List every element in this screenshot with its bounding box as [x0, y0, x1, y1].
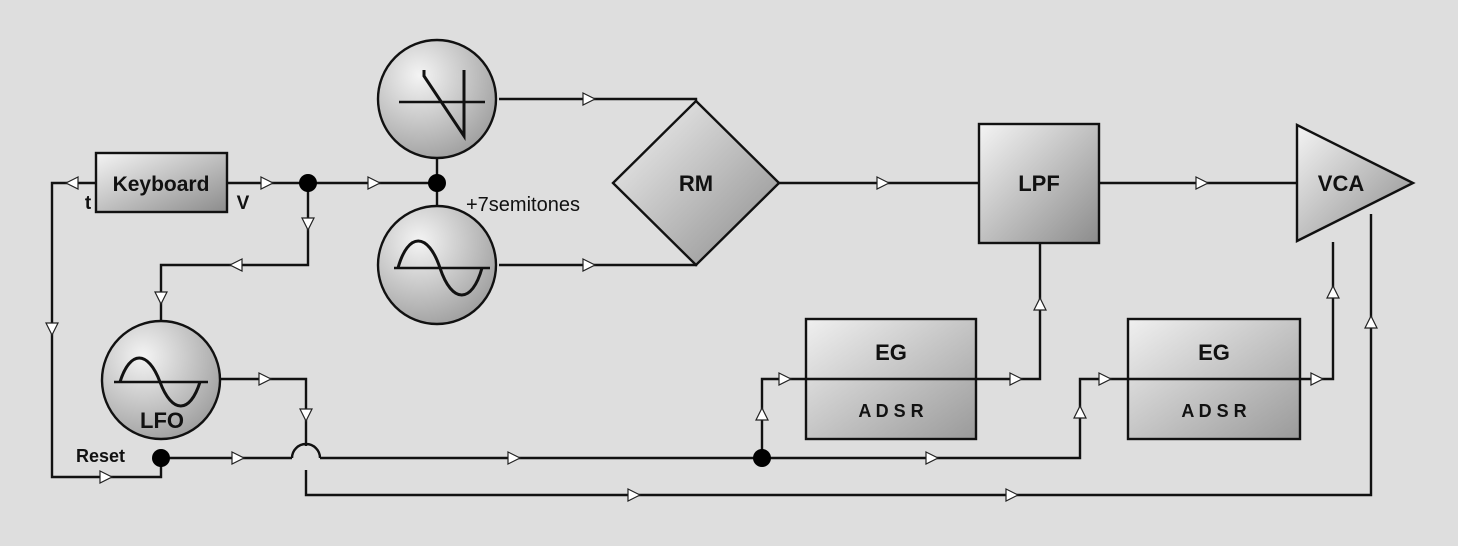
wire-saw-to-rm [499, 97, 698, 107]
wire-lfo-to-vca-cv [304, 214, 1373, 497]
lfo-circle [100, 319, 222, 441]
sawtooth-wave-icon [399, 70, 485, 141]
junction-dot-trigger [753, 449, 771, 467]
vca-triangle [1295, 123, 1416, 243]
arrow-down-icon [45, 322, 59, 337]
arrow-right-icon [1009, 372, 1024, 386]
arrow-down-icon [299, 408, 313, 423]
sine-wave-icon [394, 239, 490, 297]
arrow-right-icon [507, 451, 522, 465]
arrow-right-icon [1310, 372, 1325, 386]
arrow-left-icon [64, 176, 79, 190]
lfo-block: LFO [100, 319, 222, 441]
saw-oscillator-block [376, 38, 498, 160]
arrow-right-icon [258, 372, 273, 386]
lfo-label: LFO [140, 408, 184, 433]
wire-trigger-jumper [290, 442, 322, 459]
wire-lfo-out [221, 377, 308, 446]
arrow-right-icon [582, 258, 597, 272]
arrow-down-icon [301, 217, 315, 232]
keyboard-label: Keyboard [113, 173, 210, 196]
envelope-filter-title: EG [875, 340, 907, 365]
ring-modulator-diamond [611, 99, 781, 267]
arrow-right-icon [876, 176, 891, 190]
arrow-right-icon [367, 176, 382, 190]
arrow-down-icon [154, 291, 168, 306]
arrow-up-icon [1364, 314, 1378, 329]
detune-label: +7semitones [466, 194, 580, 216]
envelope-filter-block: EG A D S R [804, 317, 978, 441]
flow-arrows [45, 92, 1378, 502]
wire-trigger-to-eg1 [760, 377, 806, 458]
wire-eg1-to-lpf [976, 243, 1042, 381]
keyboard-block: Keyboard t V [85, 151, 250, 214]
wire-sine-to-rm [499, 259, 698, 267]
arrow-right-icon [231, 451, 246, 465]
sine-oscillator-block [376, 204, 498, 326]
lowpass-filter-box [977, 122, 1101, 245]
junction-dot-keyboard [299, 174, 317, 192]
arrow-right-icon [925, 451, 940, 465]
arrow-right-icon [778, 372, 793, 386]
arrow-right-icon [99, 470, 114, 484]
arrow-right-icon [1195, 176, 1210, 190]
arrow-up-icon [1326, 284, 1340, 299]
junction-dot-reset [152, 449, 170, 467]
junctions [152, 174, 771, 467]
vca-label: VCA [1318, 171, 1365, 196]
vca-block: VCA [1295, 123, 1416, 243]
arrow-right-icon [582, 92, 597, 106]
keyboard-trigger-port-label: t [85, 193, 92, 214]
envelope-amp-stages: A D S R [1181, 401, 1246, 421]
junction-dot-oscillators [428, 174, 446, 192]
wire-eg2-to-vca [1300, 242, 1335, 381]
arrow-right-icon [1098, 372, 1113, 386]
lfo-reset-label: Reset [76, 446, 125, 466]
envelope-amp-block: EG A D S R [1126, 317, 1302, 441]
arrow-right-icon [627, 488, 642, 502]
envelope-amp-title: EG [1198, 340, 1230, 365]
ring-modulator-block: RM [611, 99, 781, 267]
arrow-up-icon [1073, 404, 1087, 419]
arrow-right-icon [260, 176, 275, 190]
lowpass-filter-block: LPF [977, 122, 1101, 245]
arrow-left-icon [228, 258, 243, 272]
sine-wave-icon [114, 356, 208, 408]
keyboard-voltage-port-label: V [237, 193, 250, 214]
sine-oscillator-circle [376, 204, 498, 326]
arrow-up-icon [1033, 296, 1047, 311]
lowpass-filter-label: LPF [1018, 171, 1060, 196]
arrow-up-icon [755, 406, 769, 421]
ring-modulator-label: RM [679, 171, 713, 196]
envelope-filter-stages: A D S R [858, 401, 923, 421]
keyboard-box [94, 151, 229, 214]
saw-oscillator-circle [376, 38, 498, 160]
arrow-right-icon [1005, 488, 1020, 502]
